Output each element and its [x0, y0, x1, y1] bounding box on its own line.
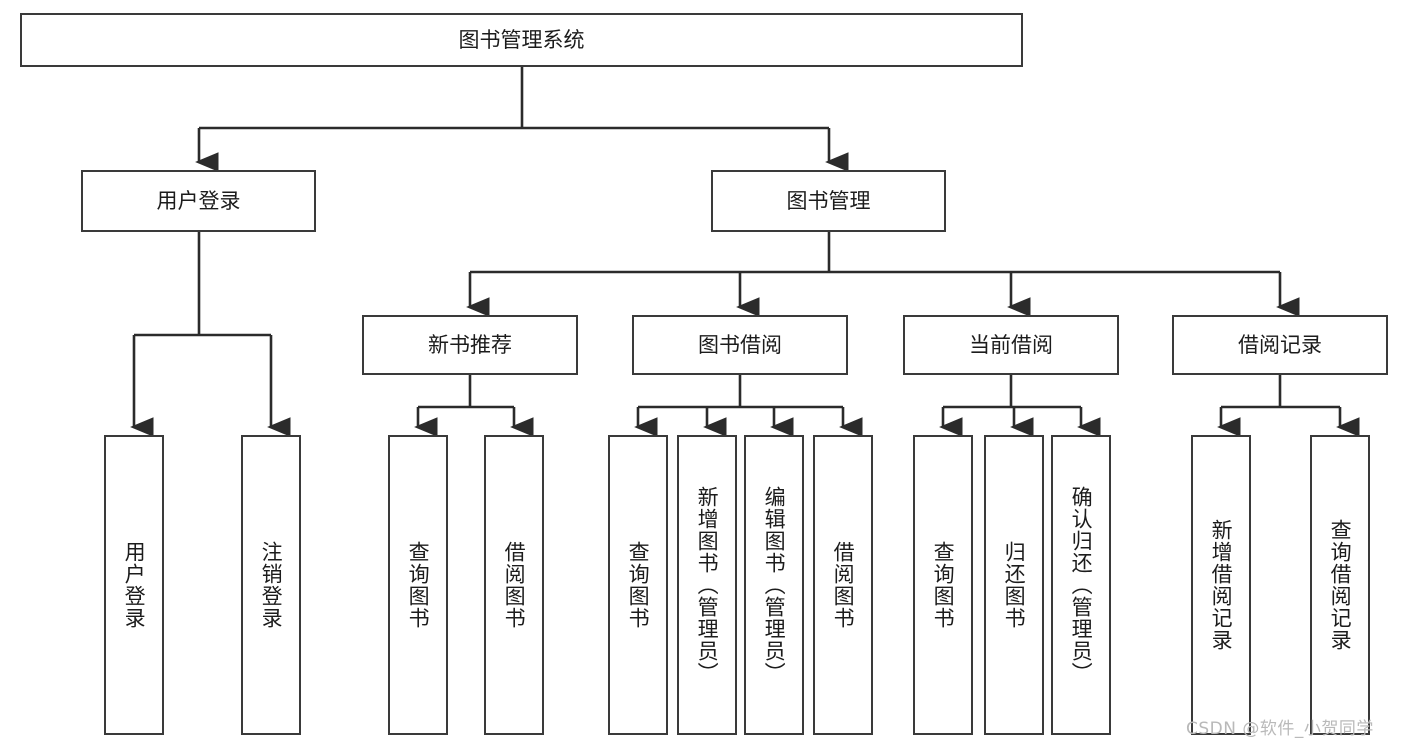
node-book-management-label: 图书管理 — [786, 188, 871, 213]
node-current-borrow-label: 当前借阅 — [969, 332, 1053, 357]
node-root-label: 图书管理系统 — [458, 27, 585, 52]
leaf-return-book-label: 归还图书 — [1002, 541, 1027, 629]
leaf-edit-book-admin-label: 编辑图书（管理员） — [762, 486, 787, 684]
leaf-query-book-current[interactable]: 查询图书 — [913, 435, 973, 735]
node-new-book-recommend[interactable]: 新书推荐 — [362, 315, 578, 375]
leaf-borrow-book[interactable]: 借阅图书 — [813, 435, 873, 735]
leaf-logout[interactable]: 注销登录 — [241, 435, 301, 735]
node-current-borrow[interactable]: 当前借阅 — [903, 315, 1119, 375]
leaf-borrow-book-label: 借阅图书 — [831, 541, 856, 629]
leaf-confirm-return-admin-label: 确认归还（管理员） — [1069, 486, 1094, 684]
node-book-management[interactable]: 图书管理 — [711, 170, 946, 232]
node-new-book-recommend-label: 新书推荐 — [428, 332, 512, 357]
leaf-confirm-return-admin[interactable]: 确认归还（管理员） — [1051, 435, 1111, 735]
leaf-add-book-admin[interactable]: 新增图书（管理员） — [677, 435, 737, 735]
leaf-user-login[interactable]: 用户登录 — [104, 435, 164, 735]
leaf-query-borrow-record-label: 查询借阅记录 — [1328, 519, 1353, 651]
leaf-return-book[interactable]: 归还图书 — [984, 435, 1044, 735]
node-root[interactable]: 图书管理系统 — [20, 13, 1023, 67]
node-user-login-label: 用户登录 — [156, 188, 241, 213]
leaf-edit-book-admin[interactable]: 编辑图书（管理员） — [744, 435, 804, 735]
leaf-query-book-newbook-label: 查询图书 — [406, 541, 431, 629]
leaf-query-book-current-label: 查询图书 — [931, 541, 956, 629]
node-borrow-records[interactable]: 借阅记录 — [1172, 315, 1388, 375]
leaf-add-borrow-record-label: 新增借阅记录 — [1209, 519, 1234, 651]
leaf-user-login-label: 用户登录 — [122, 541, 147, 629]
leaf-borrow-book-newbook-label: 借阅图书 — [502, 541, 527, 629]
leaf-add-book-admin-label: 新增图书（管理员） — [695, 486, 720, 684]
leaf-query-borrow-record[interactable]: 查询借阅记录 — [1310, 435, 1370, 735]
node-book-borrow-label: 图书借阅 — [698, 332, 782, 357]
node-borrow-records-label: 借阅记录 — [1238, 332, 1322, 357]
leaf-query-book-borrow-label: 查询图书 — [626, 541, 651, 629]
leaf-logout-label: 注销登录 — [259, 541, 284, 629]
watermark-text: CSDN @软件_小贺同学 — [1186, 719, 1374, 739]
node-book-borrow[interactable]: 图书借阅 — [632, 315, 848, 375]
leaf-add-borrow-record[interactable]: 新增借阅记录 — [1191, 435, 1251, 735]
leaf-query-book-newbook[interactable]: 查询图书 — [388, 435, 448, 735]
leaf-borrow-book-newbook[interactable]: 借阅图书 — [484, 435, 544, 735]
node-user-login[interactable]: 用户登录 — [81, 170, 316, 232]
leaf-query-book-borrow[interactable]: 查询图书 — [608, 435, 668, 735]
